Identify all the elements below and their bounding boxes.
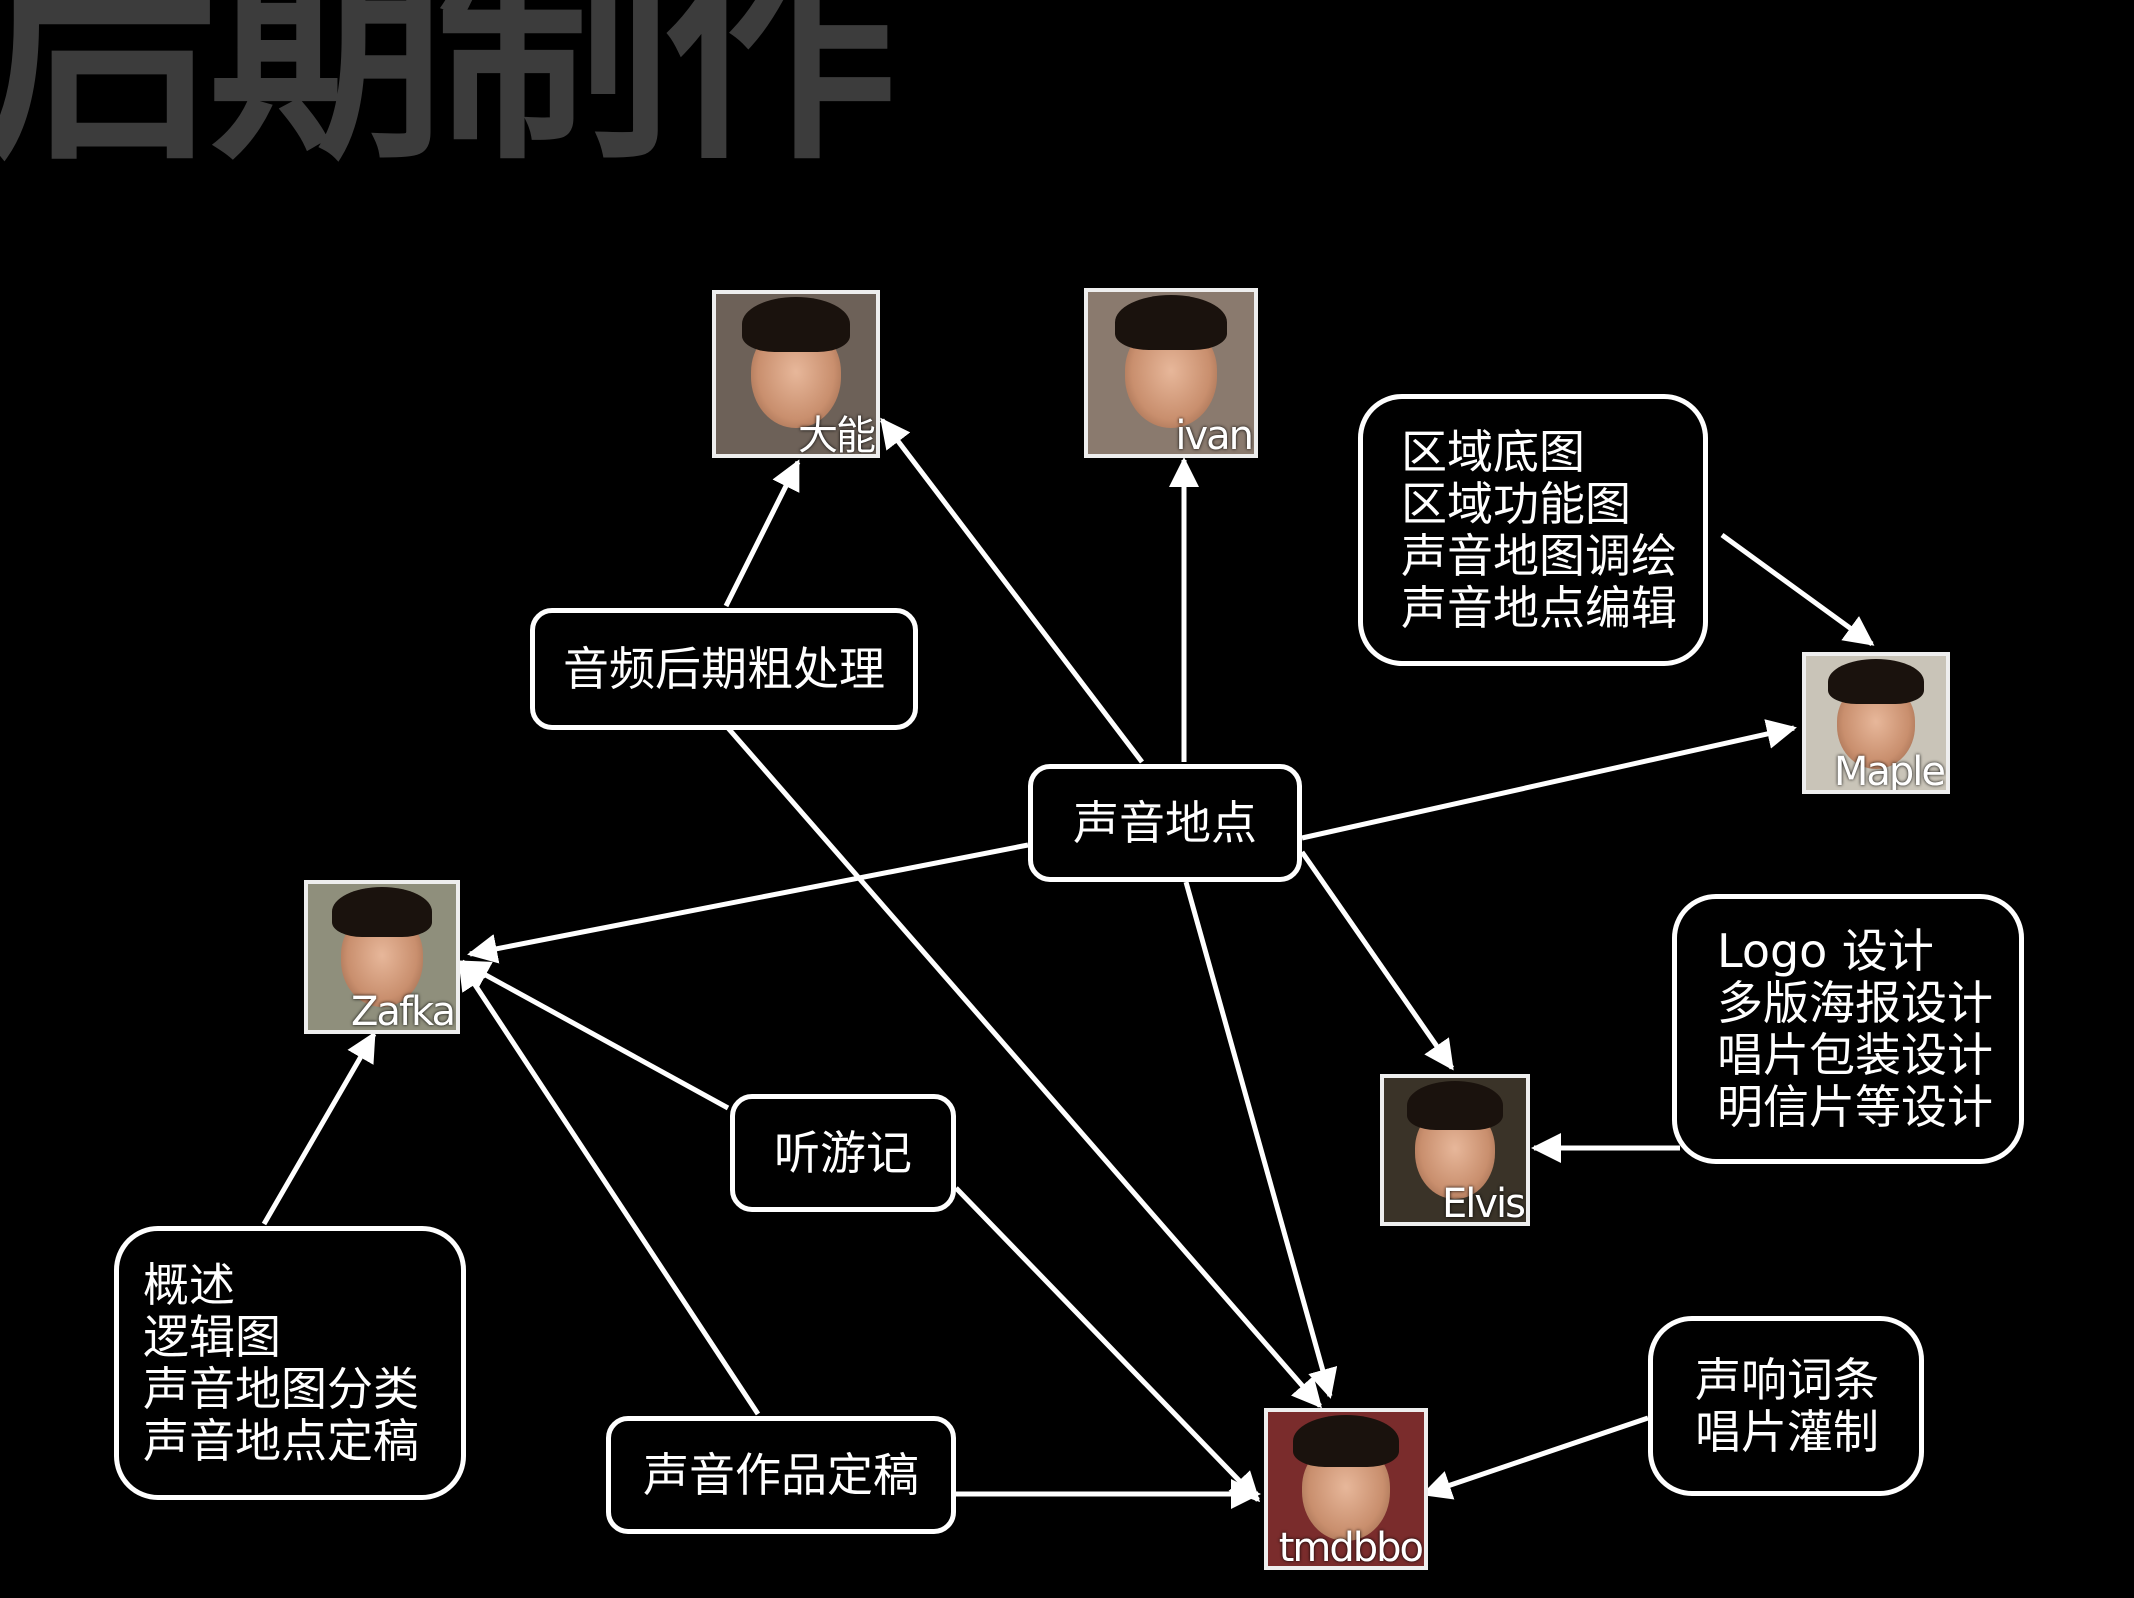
map-tasks-box: 区域底图 区域功能图 声音地图调绘 声音地点编辑 (1358, 394, 1708, 666)
avatar-zafka: Zafka (304, 880, 460, 1034)
arrow-map-tasks-to-maple (1720, 532, 1875, 647)
arrow-sound-place-to-daneng (880, 417, 1144, 764)
box-label: 声音地点 (1073, 796, 1257, 850)
arrow-sound-place-to-tmdbbo (1183, 881, 1338, 1399)
arrow-audio-post-to-tmdbbo (726, 726, 1322, 1409)
hair-image (741, 297, 851, 352)
design-tasks-box: Logo 设计 多版海报设计 唱片包装设计 明信片等设计 (1672, 894, 2024, 1164)
task-item: 概述 (143, 1258, 235, 1312)
arrow-overview-to-zafka (261, 1031, 377, 1226)
sound-tasks-box: 声响词条 唱片灌制 (1648, 1316, 1924, 1496)
box-label: 声音作品定稿 (643, 1448, 919, 1502)
person-name: Zafka (351, 989, 456, 1034)
arrow-sound-place-to-elvis (1299, 850, 1455, 1071)
task-item: 多版海报设计 (1717, 976, 1993, 1030)
avatar-elvis: Elvis (1380, 1074, 1530, 1226)
overview-tasks-box: 概述 逻辑图 声音地图分类 声音地点定稿 (114, 1226, 466, 1500)
box-label: 音频后期粗处理 (563, 642, 885, 696)
task-item: 明信片等设计 (1717, 1080, 1993, 1134)
work-final-box: 声音作品定稿 (606, 1416, 956, 1534)
task-item: 声响词条 (1695, 1353, 1879, 1407)
task-item: 区域功能图 (1401, 477, 1631, 531)
hair-image (1114, 295, 1228, 351)
box-label: 听游记 (774, 1126, 912, 1180)
task-item: 唱片包装设计 (1717, 1028, 1993, 1082)
arrow-sound-tasks-to-tmdbbo (1421, 1415, 1649, 1500)
avatar-ivan: ivan (1084, 288, 1258, 458)
travelogue-box: 听游记 (730, 1094, 956, 1212)
sound-place-box: 声音地点 (1028, 764, 1302, 882)
task-item: Logo 设计 (1717, 924, 1934, 978)
audio-post-box: 音频后期粗处理 (530, 608, 918, 730)
task-item: 声音地点定稿 (143, 1414, 419, 1468)
hair-image (331, 886, 433, 937)
task-item: 声音地点编辑 (1401, 581, 1677, 635)
person-name: ivan (1175, 413, 1254, 458)
arrow-audio-post-to-daneng (723, 459, 801, 608)
task-item: 区域底图 (1401, 425, 1585, 479)
hair-image (1406, 1080, 1504, 1130)
task-item: 逻辑图 (143, 1310, 281, 1364)
task-item: 唱片灌制 (1695, 1405, 1879, 1459)
person-name: tmdbbo (1278, 1525, 1424, 1570)
avatar-maple: Maple (1802, 652, 1950, 794)
person-name: Elvis (1441, 1181, 1526, 1226)
avatar-tmdbbo: tmdbbo (1264, 1408, 1428, 1570)
arrow-travelogue-to-zafka (459, 959, 730, 1111)
hair-image (1828, 658, 1924, 705)
hair-image (1292, 1415, 1400, 1468)
task-item: 声音地图分类 (143, 1362, 419, 1416)
arrow-travelogue-to-tmdbbo (954, 1186, 1261, 1503)
task-item: 声音地图调绘 (1401, 529, 1677, 583)
person-name: Maple (1833, 749, 1946, 794)
page-title: 后期制作 (0, 0, 898, 192)
arrow-work-final-to-zafka (457, 959, 761, 1416)
arrow-sound-place-to-maple (1301, 719, 1797, 841)
person-name: 大能 (798, 413, 876, 458)
avatar-daneng: 大能 (712, 290, 880, 458)
arrow-sound-place-to-zafka (467, 842, 1029, 964)
